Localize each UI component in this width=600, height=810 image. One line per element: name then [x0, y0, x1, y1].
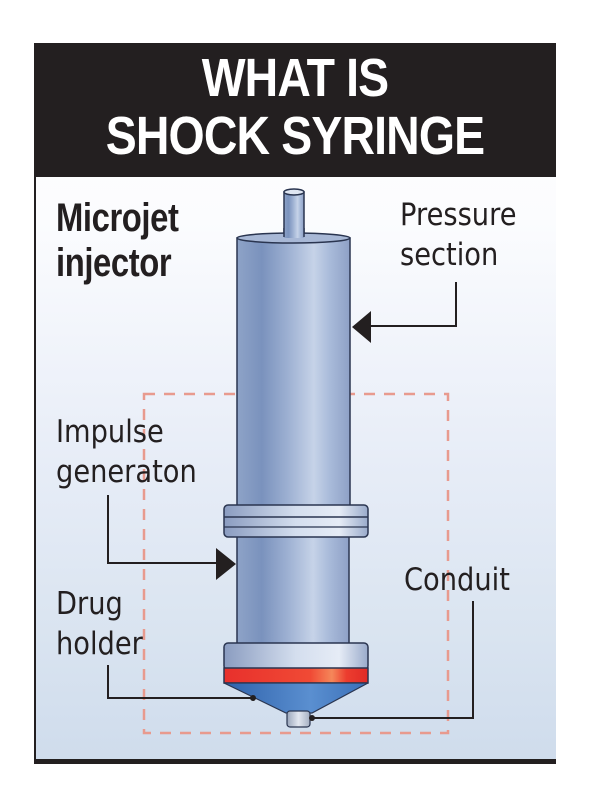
pressure-section-cylinder	[236, 228, 351, 509]
impulse-generator-cylinder	[236, 534, 350, 646]
label-line: holder	[56, 626, 143, 662]
pressure-section-leader	[352, 282, 457, 343]
label-line: Impulse	[56, 414, 164, 450]
conduit-leader	[309, 601, 474, 721]
subtitle-line-1: Microjet	[56, 196, 179, 240]
label-conduit: Conduit	[404, 560, 510, 600]
subtitle-line-2: injector	[56, 241, 172, 285]
conduit-nozzle	[286, 710, 311, 728]
label-pressure-section: Pressure section	[400, 195, 516, 275]
drug-holder-leader	[107, 665, 256, 701]
arrow-left-icon	[352, 311, 371, 343]
label-impulse-generator: Impulse generaton	[56, 412, 197, 492]
label-line: section	[400, 237, 499, 273]
label-drug-holder: Drug holder	[56, 584, 143, 664]
impulse-generator-leader	[107, 495, 236, 580]
label-line: Drug	[56, 586, 123, 622]
label-line: generaton	[56, 454, 197, 490]
drug-holder-cone	[223, 682, 369, 714]
title-banner: WHAT IS SHOCK SYRINGE	[34, 43, 556, 177]
arrow-right-icon	[216, 548, 236, 580]
label-line: Conduit	[404, 562, 510, 598]
drug-holder-flange	[223, 642, 369, 684]
label-line: Pressure	[400, 197, 517, 233]
title-line-1: WHAT IS	[201, 48, 389, 108]
subtitle: Microjet injector	[56, 196, 179, 286]
impulse-ring	[223, 504, 369, 538]
title-line-2: SHOCK SYRINGE	[105, 106, 485, 166]
pointer-dot-icon	[309, 715, 315, 721]
pointer-dot-icon	[250, 695, 256, 701]
